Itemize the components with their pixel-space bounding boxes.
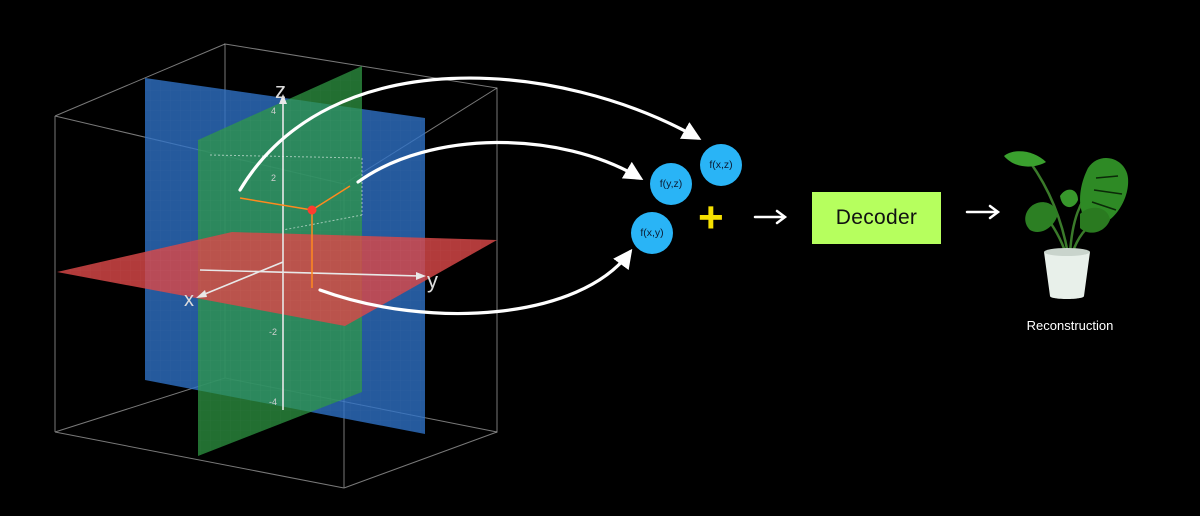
feature-fxy-label: f(x,y): [640, 227, 664, 239]
x-axis: [196, 261, 284, 298]
feature-circle-fyz: f(y,z): [650, 163, 692, 205]
decoder-box: Decoder: [812, 192, 941, 244]
feature-circle-fxy: f(x,y): [631, 212, 673, 254]
y-axis-label: y: [427, 268, 438, 293]
decoder-label: Decoder: [835, 206, 918, 229]
arrow-to-fxz: [238, 76, 702, 192]
arrow-to-reconstruction: [965, 204, 1001, 220]
z-axis: [279, 94, 287, 410]
tick-2: 2: [271, 173, 276, 183]
arrow-to-decoder: [753, 209, 788, 225]
feature-circle-fxz: f(x,z): [700, 144, 742, 186]
z-axis-label: z: [275, 78, 286, 103]
arrow-to-fxy: [318, 248, 633, 316]
projection-arrows: [238, 76, 702, 316]
y-axis: [199, 269, 426, 280]
inner-cube-lines: [209, 154, 363, 231]
z-axis-ticks: 4 2 -2 -4: [269, 106, 277, 407]
reconstruction-label: Reconstruction: [1026, 318, 1114, 333]
feature-fyz-label: f(y,z): [659, 178, 683, 190]
sample-point: [307, 205, 317, 215]
tick-neg4: -4: [269, 397, 277, 407]
plane-xy: [57, 232, 497, 326]
plus-symbol: +: [698, 193, 724, 242]
tick-4: 4: [271, 106, 276, 116]
arrow-to-fyz: [356, 140, 644, 184]
plant-reconstruction-image: [1004, 151, 1129, 299]
feature-fxz-label: f(x,z): [709, 159, 733, 171]
projection-lines: [239, 185, 351, 288]
x-axis-label: x: [184, 289, 194, 311]
tick-neg2: -2: [269, 327, 277, 337]
